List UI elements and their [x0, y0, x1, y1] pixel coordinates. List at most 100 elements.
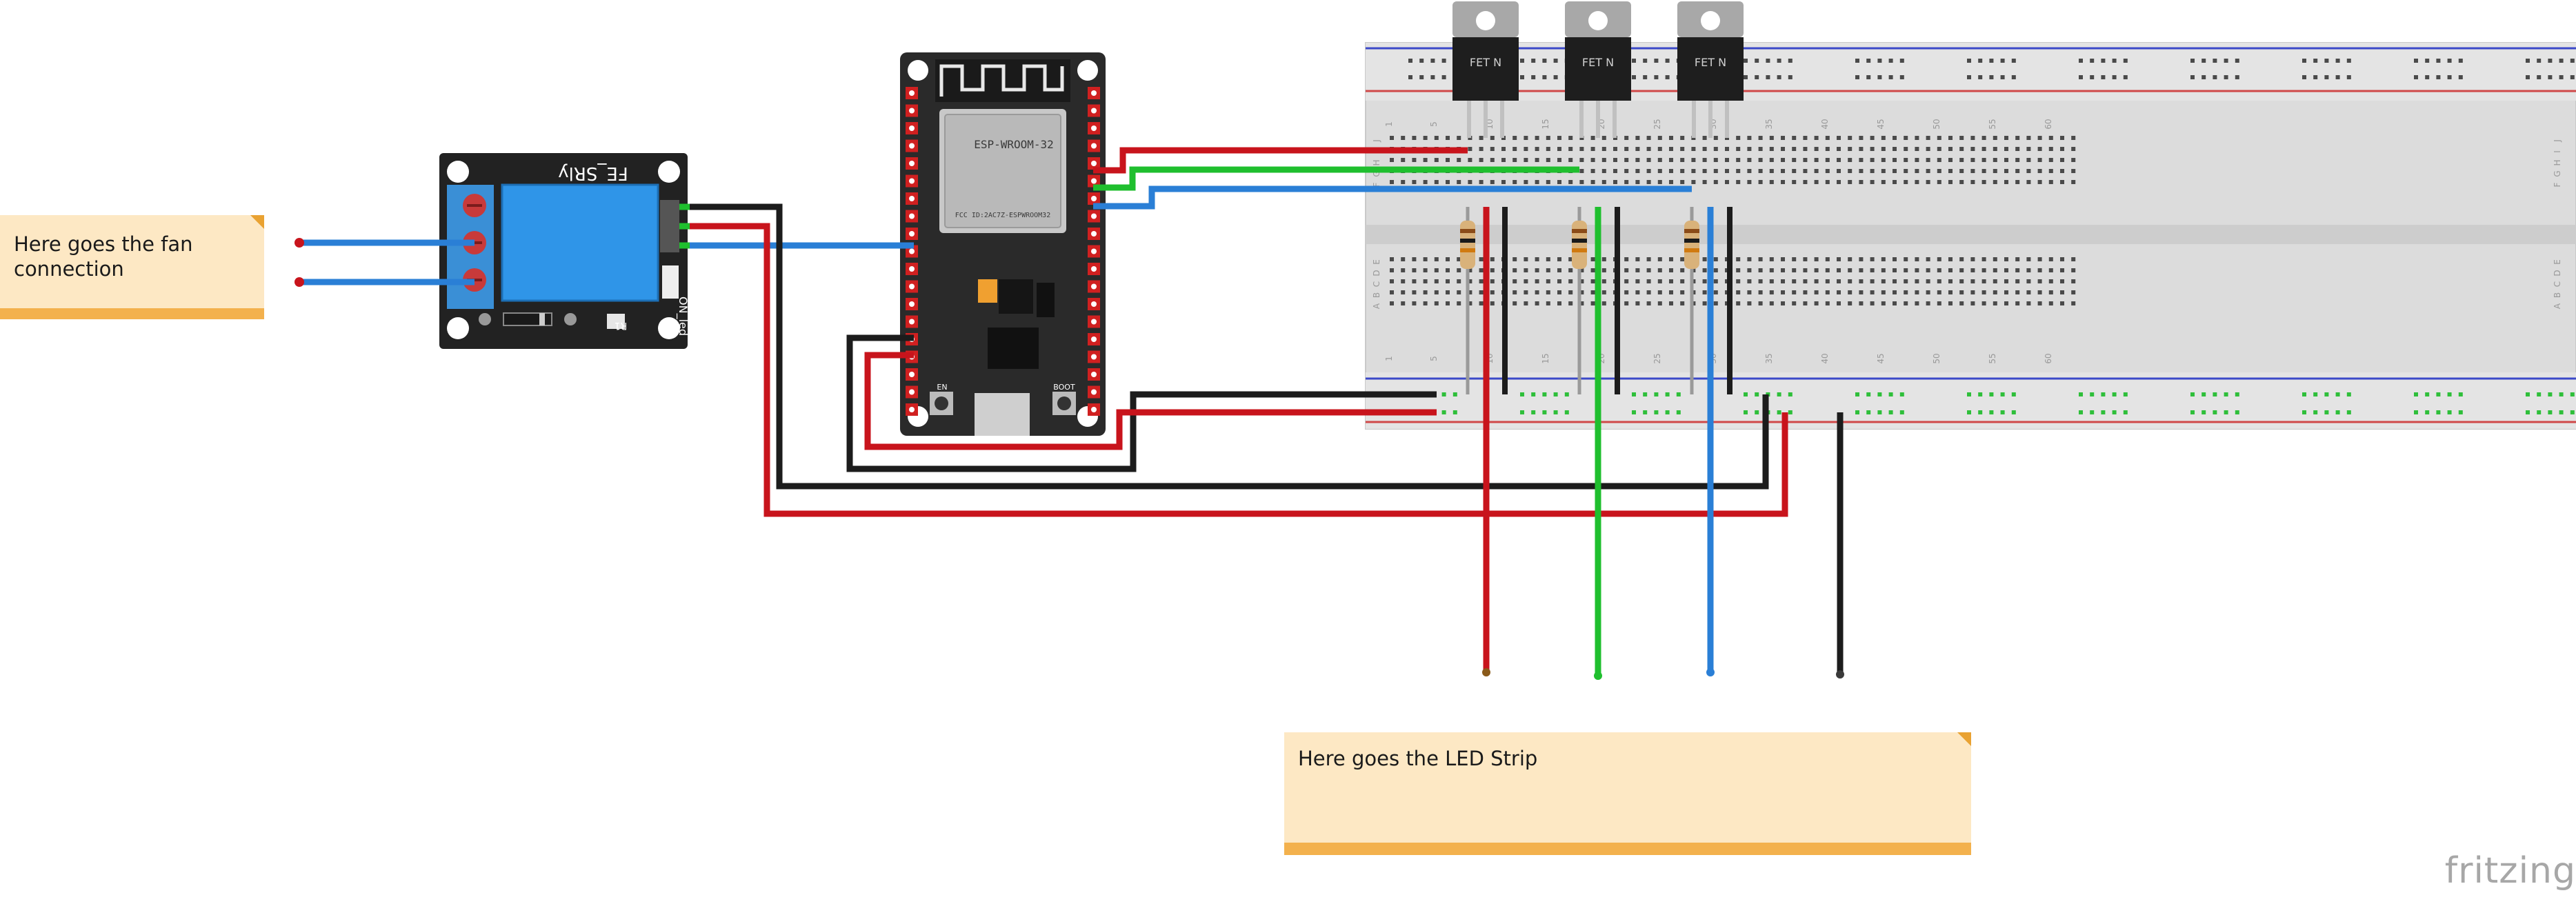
- breadboard-hole: [1769, 158, 1774, 162]
- breadboard-hole: [1546, 158, 1550, 162]
- breadboard-hole: [1680, 136, 1685, 140]
- breadboard-hole: [2037, 301, 2042, 305]
- breadboard-hole: [1390, 158, 1394, 162]
- rail-hole: [1553, 75, 1558, 79]
- breadboard-hole: [1859, 268, 1864, 272]
- breadboard-hole: [1713, 257, 1718, 261]
- rail-hole: [1531, 59, 1536, 63]
- breadboard-hole: [1859, 301, 1864, 305]
- breadboard-hole: [1758, 301, 1763, 305]
- breadboard-hole: [1993, 147, 1997, 151]
- rail-hole: [1899, 392, 1904, 396]
- rail-hole: [1866, 75, 1871, 79]
- breadboard-hole: [1635, 301, 1640, 305]
- esp32-pin-hole: [1091, 213, 1097, 219]
- rail-hole: [2324, 75, 2329, 79]
- esp32-pin-hole: [909, 161, 915, 166]
- breadboard-hole: [1970, 257, 1975, 261]
- rail-hole: [2335, 392, 2340, 396]
- rail-hole: [2570, 75, 2575, 79]
- breadboard-hole: [2015, 169, 2020, 173]
- breadboard-hole: [1870, 169, 1875, 173]
- fritzing-logo: fritzing: [2444, 850, 2576, 892]
- breadboard-hole: [1881, 169, 1886, 173]
- breadboard-hole: [2004, 147, 2008, 151]
- rail-hole: [1520, 410, 1524, 414]
- breadboard-hole: [1657, 290, 1662, 294]
- breadboard-hole: [1646, 158, 1651, 162]
- breadboard-hole: [1524, 257, 1528, 261]
- rail-hole: [1553, 392, 1558, 396]
- breadboard-hole: [1434, 257, 1439, 261]
- breadboard-hole: [2071, 268, 2076, 272]
- rail-hole: [1899, 59, 1904, 63]
- breadboard-hole: [2004, 290, 2008, 294]
- breadboard-hole: [1758, 136, 1763, 140]
- breadboard-hole: [1524, 279, 1528, 283]
- relay-resistor-label: R1: [615, 320, 628, 331]
- row-letter: G: [2553, 170, 2562, 177]
- breadboard-hole: [1758, 169, 1763, 173]
- column-number: 60: [2044, 119, 2053, 129]
- rail-hole: [1866, 392, 1871, 396]
- breadboard-hole: [1646, 279, 1651, 283]
- breadboard-hole: [1423, 257, 1428, 261]
- breadboard-hole: [1479, 301, 1484, 305]
- breadboard-hole: [1893, 268, 1897, 272]
- breadboard-hole: [1859, 169, 1864, 173]
- row-letter: D: [2553, 270, 2562, 276]
- breadboard-hole: [1736, 301, 1741, 305]
- led-note-text: Here goes the LED Strip: [1298, 747, 1538, 770]
- breadboard-hole: [1825, 290, 1830, 294]
- breadboard-hole: [1747, 147, 1752, 151]
- breadboard-hole: [1680, 158, 1685, 162]
- breadboard-hole: [1468, 301, 1472, 305]
- breadboard-hole: [1747, 290, 1752, 294]
- rail-hole: [1542, 392, 1547, 396]
- breadboard-hole: [1590, 279, 1595, 283]
- rail-hole: [1553, 59, 1558, 63]
- breadboard-hole: [1646, 290, 1651, 294]
- breadboard-hole: [1937, 136, 1941, 140]
- breadboard-hole: [1848, 158, 1853, 162]
- breadboard-hole: [2048, 257, 2053, 261]
- rail-hole: [1755, 75, 1759, 79]
- breadboard-hole: [1691, 180, 1696, 184]
- breadboard-hole: [2071, 301, 2076, 305]
- rail-hole: [1632, 410, 1636, 414]
- rail-hole: [1888, 59, 1893, 63]
- breadboard-hole: [1546, 180, 1550, 184]
- breadboard-hole: [2015, 136, 2020, 140]
- breadboard-hole: [1657, 136, 1662, 140]
- breadboard-hole: [1970, 301, 1975, 305]
- breadboard-hole: [2048, 301, 2053, 305]
- mosfet-body: [1452, 37, 1519, 101]
- breadboard-hole: [1401, 158, 1406, 162]
- breadboard-hole: [1825, 279, 1830, 283]
- rail-hole: [2436, 392, 2441, 396]
- breadboard-hole: [1792, 158, 1797, 162]
- breadboard-hole: [1893, 147, 1897, 151]
- breadboard-hole: [1702, 169, 1707, 173]
- breadboard-hole: [1859, 279, 1864, 283]
- breadboard-hole: [1557, 136, 1561, 140]
- rail-hole: [1643, 75, 1648, 79]
- esp32-pin-hole: [1091, 283, 1097, 290]
- column-number: 60: [2044, 353, 2053, 363]
- breadboard-hole: [1568, 301, 1573, 305]
- breadboard-hole: [1881, 290, 1886, 294]
- breadboard-hole: [1624, 279, 1629, 283]
- rail-hole: [1408, 59, 1412, 63]
- breadboard-hole: [1490, 180, 1495, 184]
- breadboard-hole: [1423, 268, 1428, 272]
- rail-hole: [1777, 75, 1781, 79]
- breadboard-hole: [1535, 158, 1539, 162]
- rail-hole: [2302, 410, 2306, 414]
- rail-hole: [2447, 75, 2452, 79]
- breadboard-hole: [1736, 147, 1741, 151]
- breadboard-hole: [1546, 268, 1550, 272]
- column-number: 5: [1429, 121, 1439, 127]
- breadboard-hole: [1401, 180, 1406, 184]
- esp32-pin-hole: [909, 266, 915, 272]
- column-number: 1: [1384, 121, 1394, 127]
